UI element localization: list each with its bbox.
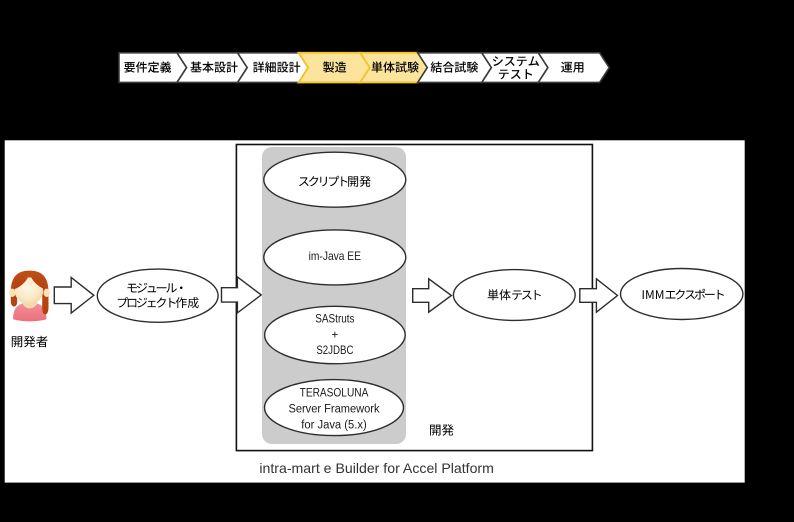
svg-text:im-Java EE: im-Java EE [309, 249, 361, 263]
svg-text:+: + [331, 329, 338, 341]
svg-text:TERASOLUNA: TERASOLUNA [300, 388, 369, 400]
svg-text:Server Framework: Server Framework [288, 404, 379, 416]
svg-text:SAStruts: SAStruts [315, 313, 355, 325]
svg-text:S2JDBC: S2JDBC [316, 345, 353, 357]
svg-text:intra-mart e Builder for Accel: intra-mart e Builder for Accel Platform [259, 460, 494, 476]
svg-text:for Java (5.x): for Java (5.x) [301, 420, 367, 432]
